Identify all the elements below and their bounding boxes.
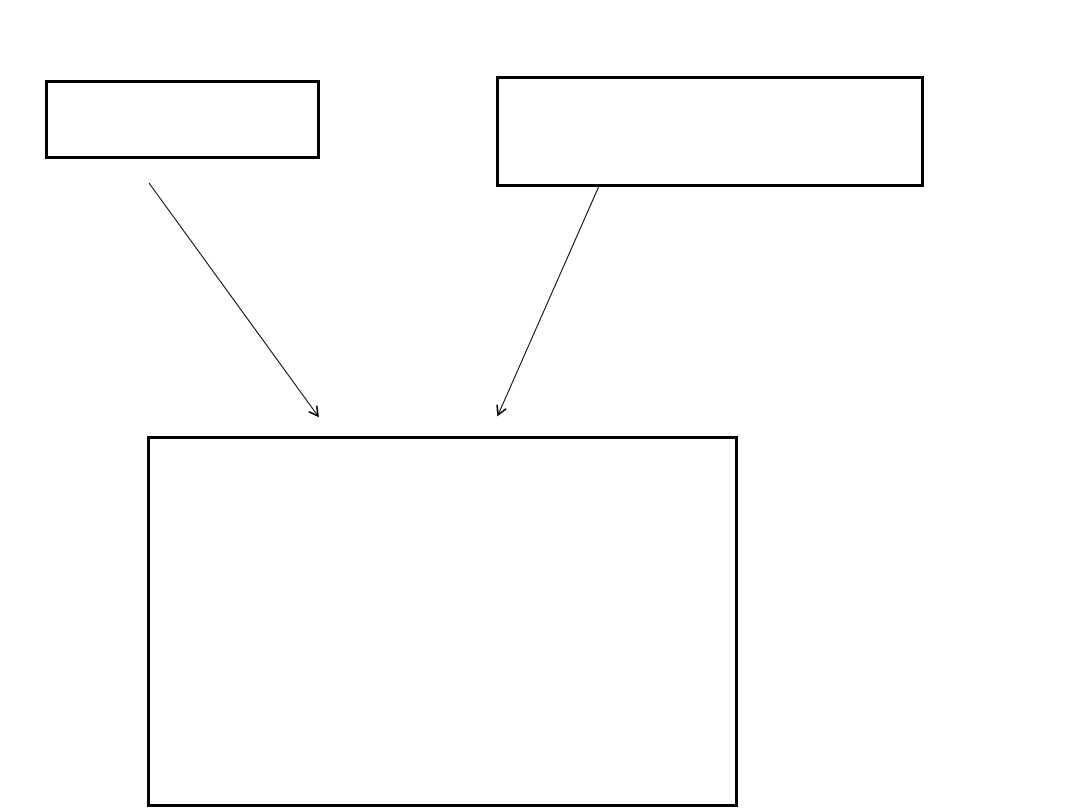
top-left-box — [45, 80, 320, 159]
arrow-top-left-to-bottom — [148, 182, 319, 418]
arrow-top-right-to-bottom — [496, 185, 600, 417]
top-right-box — [496, 76, 924, 187]
bottom-box — [147, 436, 738, 807]
